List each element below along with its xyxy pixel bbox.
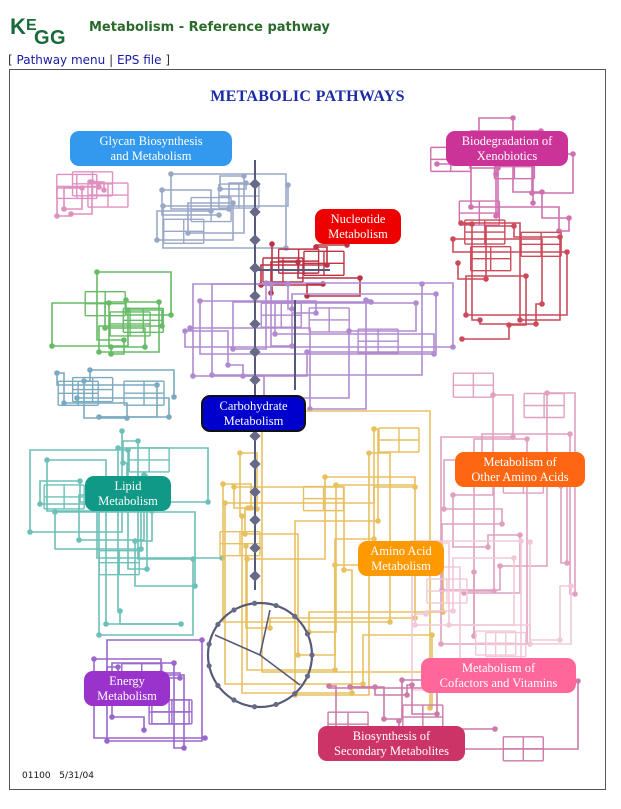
category-amino-acid-metabolism[interactable]: Amino Acid Metabolism [358,541,444,576]
category-other-amino-line1: Metabolism of [483,455,557,469]
map-id: 01100 [22,771,51,781]
svg-text:E: E [26,17,37,34]
category-lipid-metabolism[interactable]: Lipid Metabolism [85,476,171,511]
metabolic-map[interactable]: METABOLIC PATHWAYS Glycan Biosynthesis a… [9,69,606,790]
category-xenobiotics-line2: Xenobiotics [476,148,538,163]
category-lipid-line2: Metabolism [98,493,158,508]
category-xenobiotics-line1: Biodegradation of [461,134,553,148]
category-energy-line2: Metabolism [97,688,157,703]
kegg-logo: K E G G [10,14,66,49]
category-energy-metabolism[interactable]: Energy Metabolism [84,671,170,706]
svg-text:K: K [10,14,26,39]
nav-bar: [ Pathway menu | EPS file ] [8,53,170,67]
category-other-amino-line2: Other Amino Acids [471,469,569,484]
category-carbohydrate-metabolism[interactable]: Carbohydrate Metabolism [201,395,306,432]
svg-text:G: G [50,27,66,49]
category-carbohydrate-line2: Metabolism [223,413,284,428]
nav-close-bracket: ] [165,53,170,67]
map-date: 5/31/04 [59,771,94,781]
category-biodegradation-xenobiotics[interactable]: Biodegradation of Xenobiotics [446,131,568,166]
page-title: Metabolism - Reference pathway [89,20,330,35]
eps-file-link[interactable]: EPS file [116,53,162,67]
category-lipid-line1: Lipid [114,479,142,493]
pathway-menu-link[interactable]: Pathway menu [16,53,106,67]
svg-text:G: G [34,27,50,49]
category-cofactors-line2: Cofactors and Vitamins [439,675,558,690]
category-glycan-line1: Glycan Biosynthesis [99,134,203,148]
nav-open-bracket: [ [8,53,13,67]
category-secondary-metabolites[interactable]: Biosynthesis of Secondary Metabolites [318,726,465,761]
category-amino-acid-line1: Amino Acid [370,544,432,558]
category-glycan-biosynthesis[interactable]: Glycan Biosynthesis and Metabolism [70,131,232,166]
category-nucleotide-metabolism[interactable]: Nucleotide Metabolism [315,209,401,244]
category-nucleotide-line2: Metabolism [328,226,388,241]
category-glycan-line2: and Metabolism [110,148,192,163]
category-carbohydrate-line1: Carbohydrate [219,399,288,413]
category-cofactors-line1: Metabolism of [461,661,536,675]
category-cofactors-vitamins[interactable]: Metabolism of Cofactors and Vitamins [421,658,576,693]
category-other-amino-acids[interactable]: Metabolism of Other Amino Acids [455,452,585,487]
category-energy-line1: Energy [109,674,145,688]
category-nucleotide-line1: Nucleotide [330,212,386,226]
nav-separator: | [109,53,114,67]
category-secondary-line1: Biosynthesis of [352,729,431,743]
category-amino-acid-line2: Metabolism [371,558,431,573]
map-footer: 01100 5/31/04 [22,771,94,781]
category-secondary-line2: Secondary Metabolites [334,743,449,758]
map-title: METABOLIC PATHWAYS [210,88,405,105]
